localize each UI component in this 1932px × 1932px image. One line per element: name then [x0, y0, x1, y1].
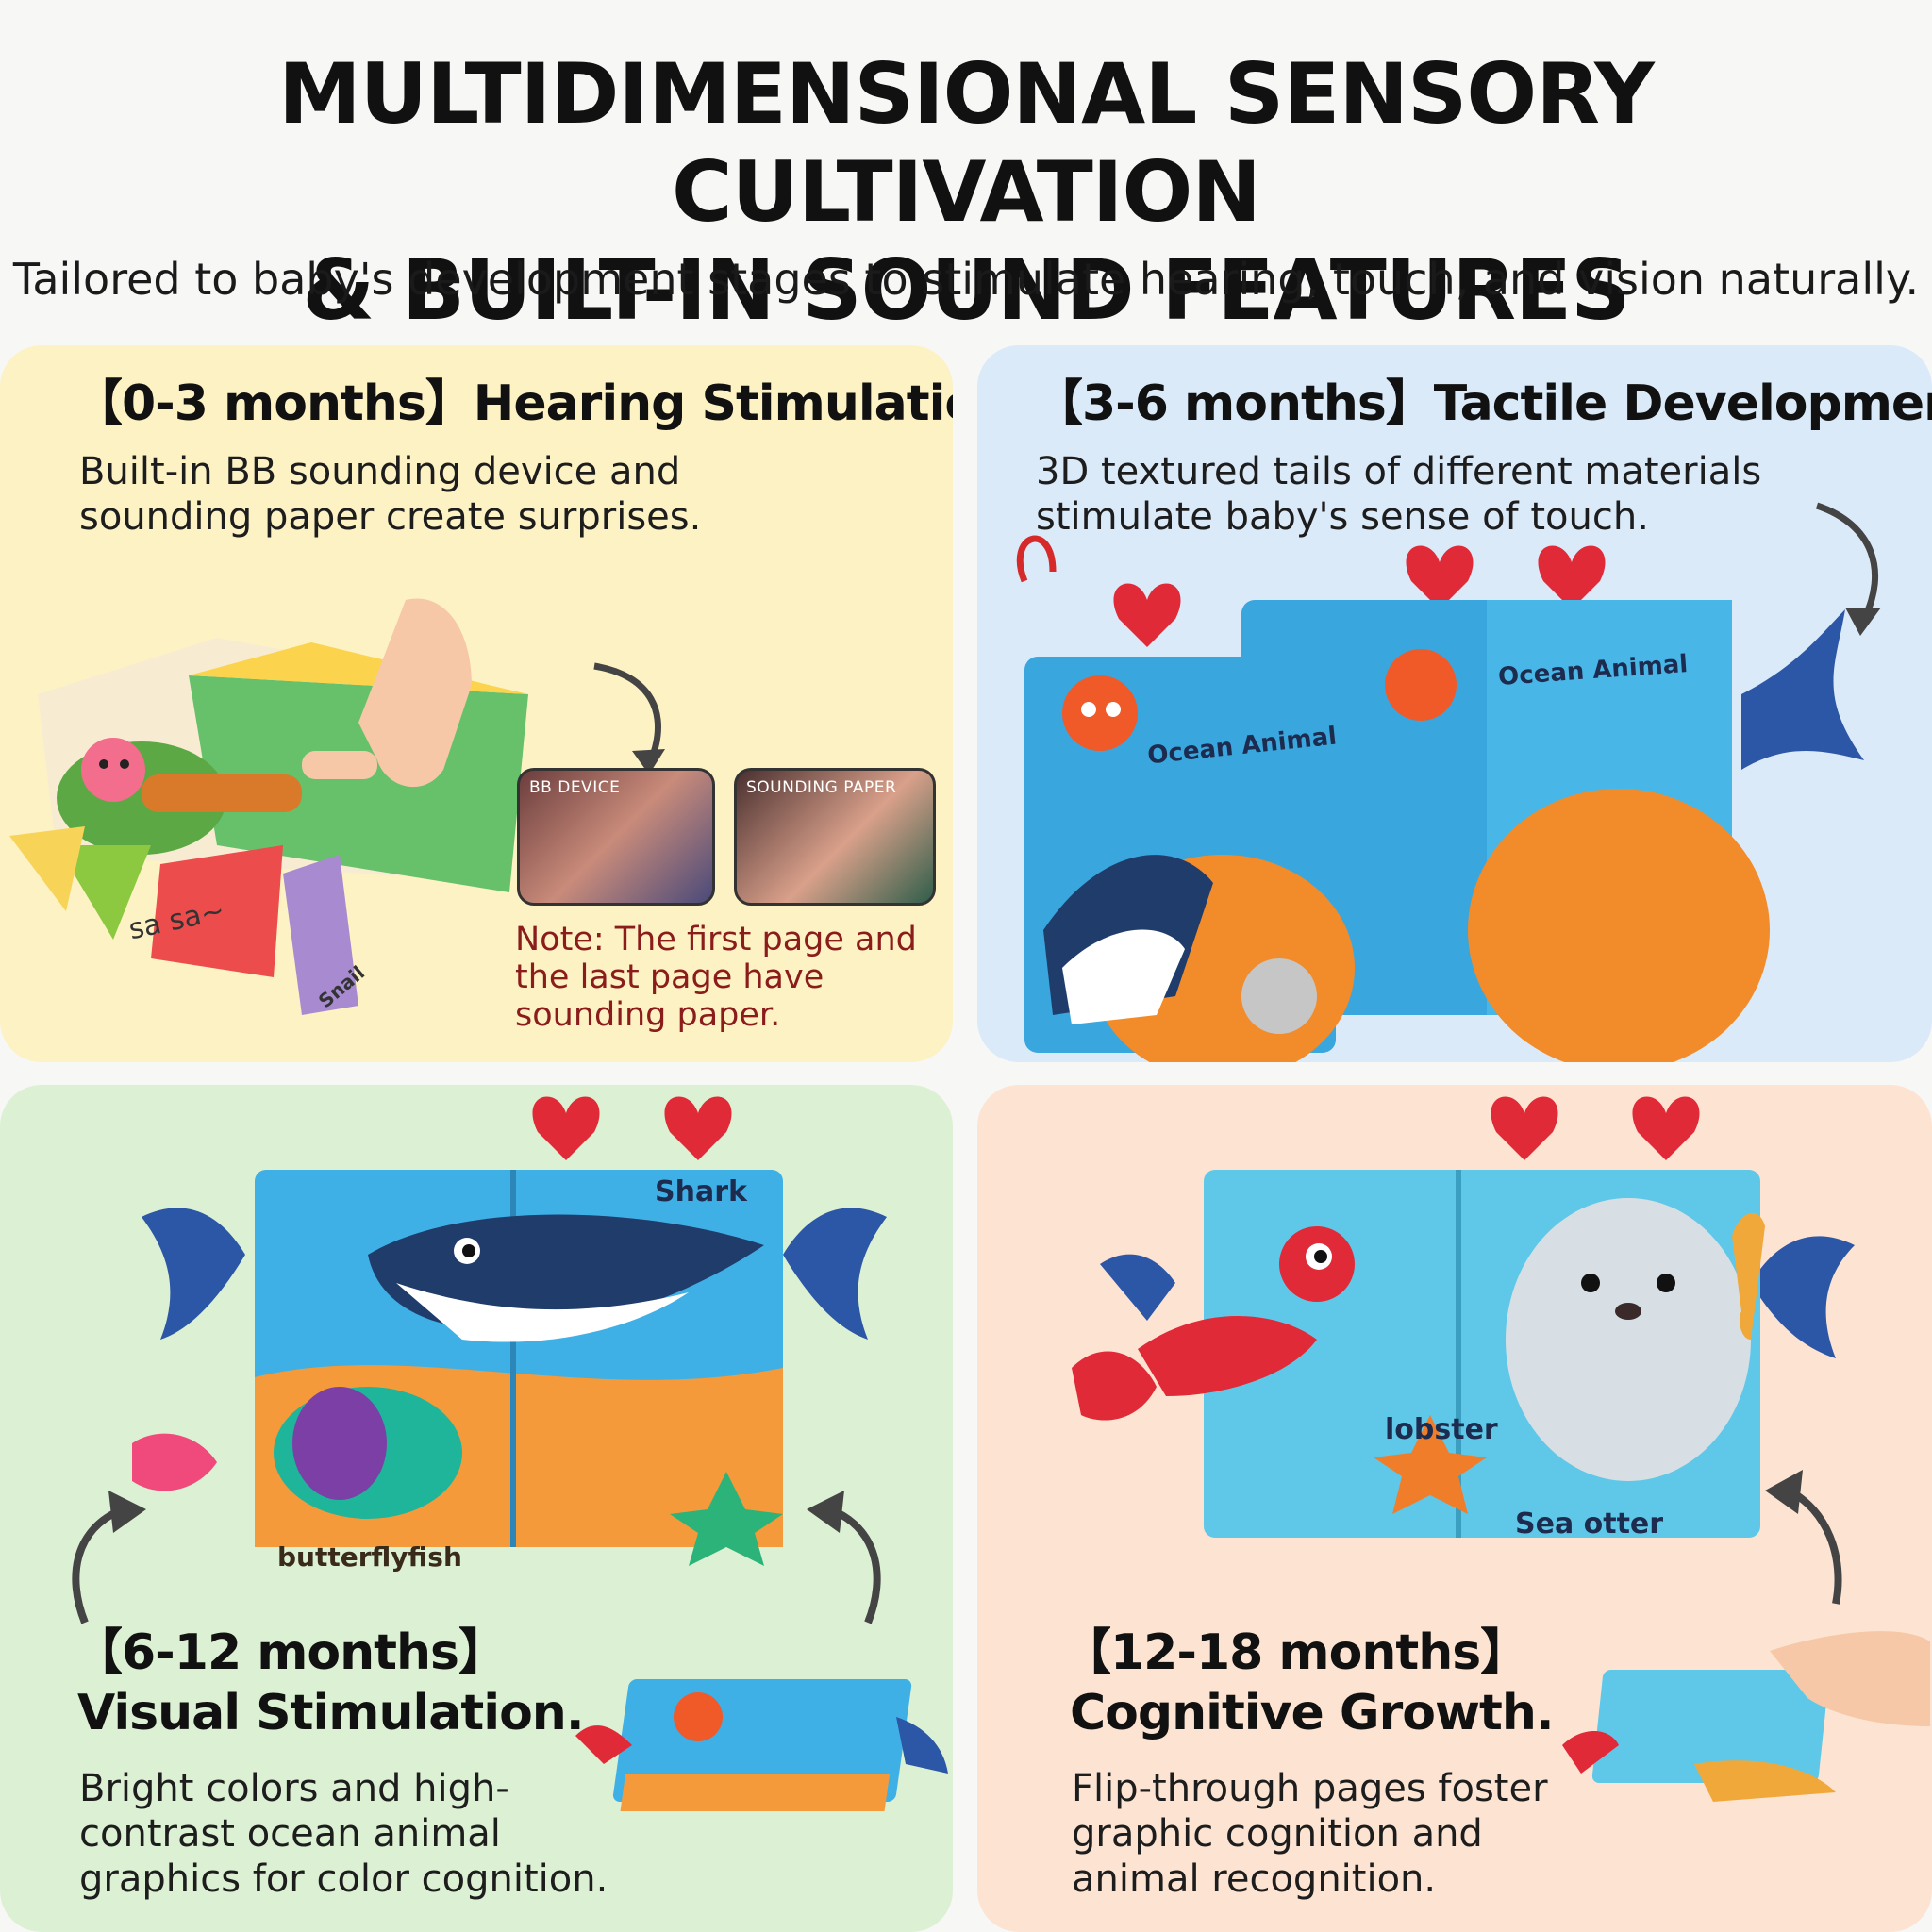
small-book-illustration [575, 1679, 948, 1811]
lobster-book-illustration [1072, 1096, 1855, 1538]
panel-description: Built-in BB sounding device and sounding… [79, 450, 702, 539]
arrow-up-right-icon [807, 1491, 881, 1624]
label-shark: Shark [655, 1175, 747, 1208]
panel-tactile: 【3-6 months】Tactile Development. 3D text… [977, 345, 1932, 1062]
shark-book-illustration [132, 1096, 887, 1566]
page-subtitle: Tailored to baby's development stages to… [12, 254, 1920, 305]
inset-label-bb-device: BB DEVICE [529, 778, 621, 797]
panel-visual: Shark butterflyfish 【6-12 months】 Visual… [0, 1085, 953, 1932]
panel-title: 【3-6 months】Tactile Development. [1034, 375, 1932, 432]
arrow-up-icon [1765, 1470, 1842, 1605]
arrow-down-icon [1815, 502, 1881, 636]
panel-hearing: 【0-3 months】Hearing Stimulation. Built-i… [0, 345, 953, 1062]
label-sea-otter: Sea otter [1515, 1507, 1664, 1541]
panel-title: 【0-3 months】Hearing Stimulation. [74, 375, 953, 432]
panel-description: 3D textured tails of different materials… [1036, 450, 1762, 539]
ocean-book-illustration [1016, 535, 1864, 1062]
title-line-2: & BUILT-IN SOUND FEATURES [302, 242, 1630, 339]
inset-bb-device: BB DEVICE [517, 768, 715, 906]
inset-sounding-paper: SOUNDING PAPER [734, 768, 936, 906]
panel-title-age: 【6-12 months】 [74, 1624, 508, 1681]
title-line-1: MULTIDIMENSIONAL SENSORY CULTIVATION [278, 45, 1655, 241]
panel-description: Flip-through pages foster graphic cognit… [1072, 1767, 1548, 1901]
arrow-down-icon [593, 662, 665, 774]
inset-label-sounding-paper: SOUNDING PAPER [746, 778, 897, 797]
panel-title: Cognitive Growth. [1070, 1685, 1555, 1741]
panel-title-age: 【12-18 months】 [1062, 1624, 1529, 1681]
panel-cognitive: lobster Sea otter 【12-18 months】 Cogniti… [977, 1085, 1932, 1932]
arrow-up-left-icon [72, 1491, 146, 1624]
page-title: MULTIDIMENSIONAL SENSORY CULTIVATION & B… [0, 45, 1932, 340]
cloth-book-illustration [9, 598, 528, 1015]
sounding-paper-note: Note: The first page and the last page h… [515, 921, 917, 1034]
panel-description: Bright colors and high-contrast ocean an… [79, 1767, 608, 1901]
panel-title: Visual Stimulation. [77, 1685, 585, 1741]
label-butterflyfish: butterflyfish [277, 1541, 462, 1573]
label-lobster: lobster [1385, 1413, 1498, 1446]
hand-flipping-book-illustration [1562, 1631, 1930, 1802]
